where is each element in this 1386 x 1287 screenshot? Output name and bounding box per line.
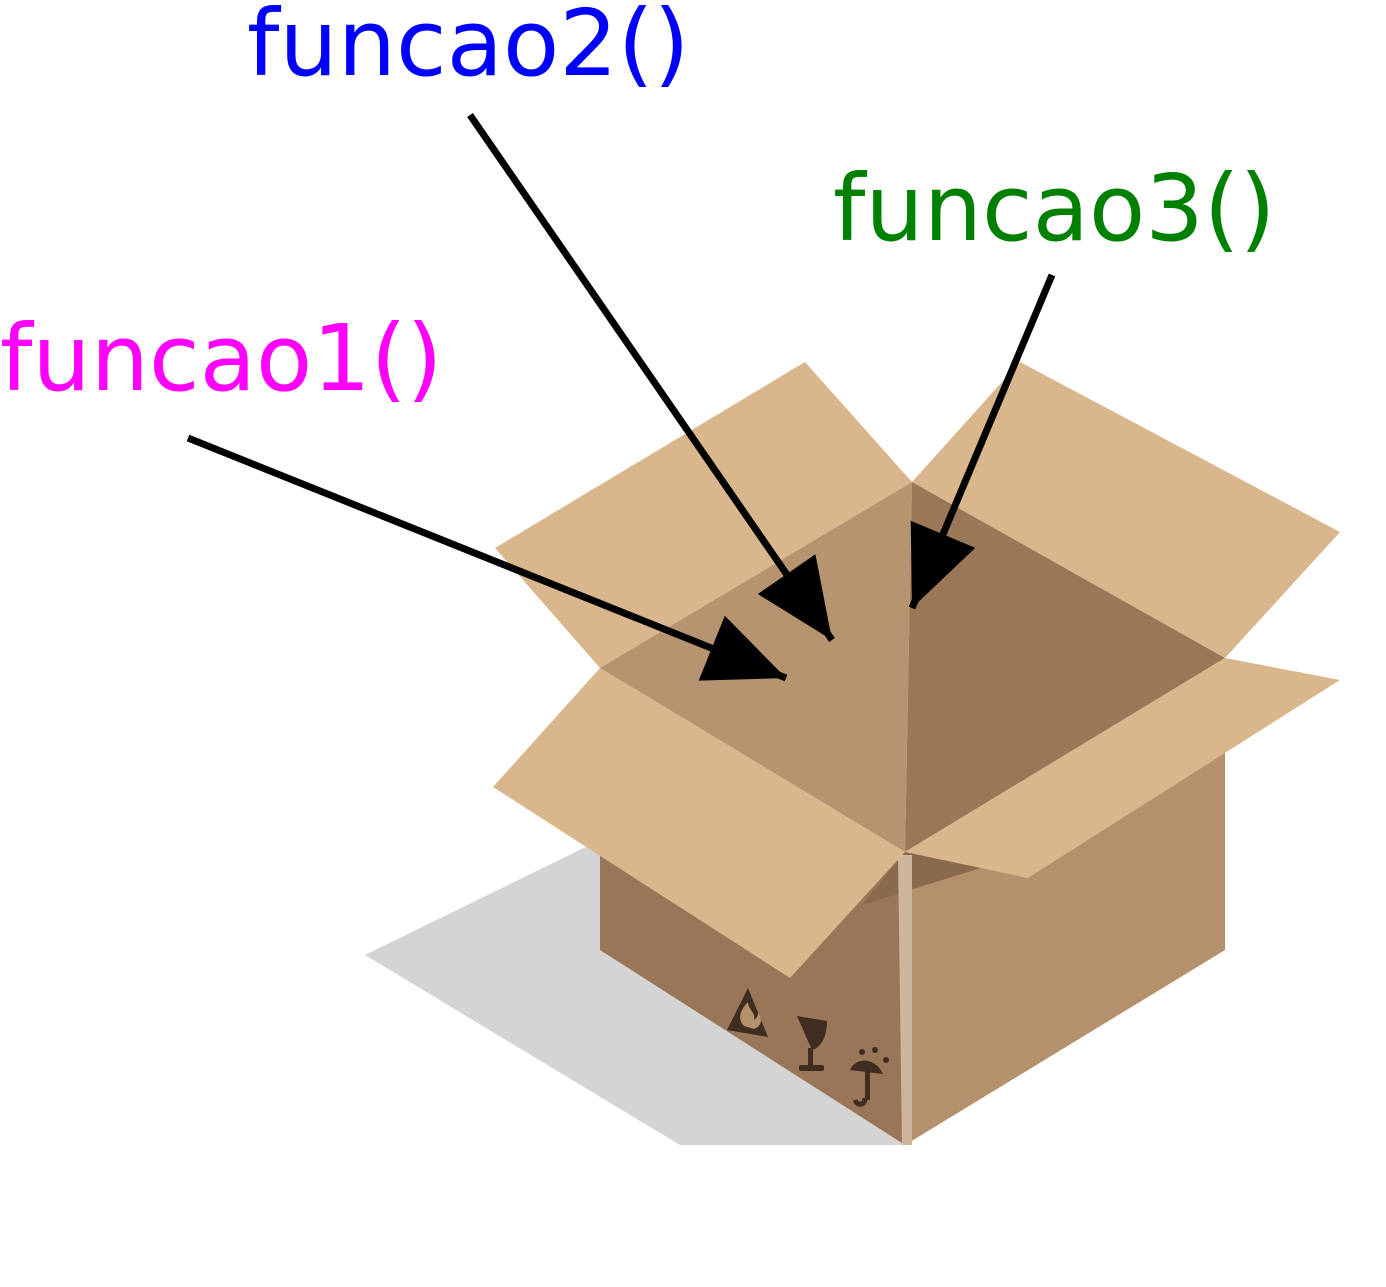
cardboard-box <box>365 362 1340 1145</box>
arrows <box>186 113 1056 682</box>
label-funcao2: funcao2() <box>247 0 690 97</box>
box-inside-right <box>905 482 1225 852</box>
label-funcao1: funcao1() <box>0 305 443 412</box>
box-shadow <box>365 840 905 1145</box>
arrow-funcao1 <box>186 434 788 682</box>
back-left-flap <box>495 362 912 668</box>
keep-dry-umbrella-icon <box>850 1047 889 1107</box>
box-inner-shadow <box>862 852 1000 905</box>
front-right-flap <box>905 658 1340 878</box>
fragile-glass-icon <box>797 1016 827 1071</box>
front-left-flap <box>493 668 905 978</box>
box-seam <box>898 855 912 1145</box>
back-right-flap <box>912 362 1340 658</box>
arrow-funcao3 <box>908 273 1056 610</box>
function-labels: funcao2() funcao3() funcao1() <box>0 0 1276 412</box>
label-funcao3: funcao3() <box>833 155 1276 262</box>
flammable-icon <box>727 988 768 1037</box>
arrow-funcao2 <box>467 113 835 642</box>
